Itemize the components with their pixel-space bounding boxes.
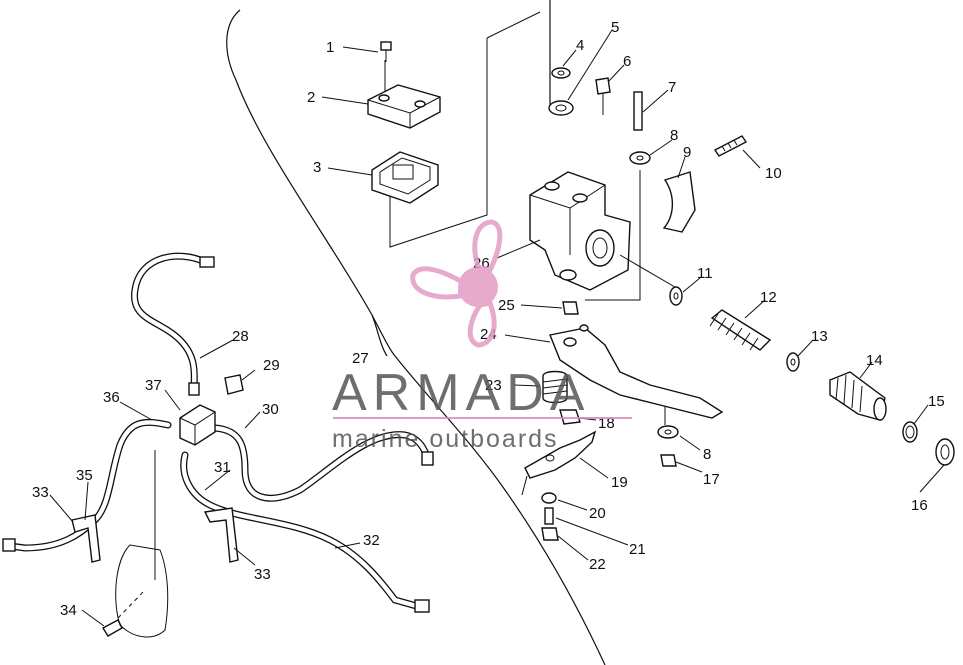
handlebar-outline	[226, 0, 606, 665]
callout-15: 15	[928, 393, 945, 410]
callout-16: 16	[911, 497, 928, 514]
leader-frame	[384, 11, 541, 248]
callout-11: 11	[697, 265, 713, 282]
master-cylinder-part-26	[529, 171, 631, 291]
callout-22: 22	[589, 556, 606, 573]
callout-33: 33	[32, 484, 49, 501]
callout-27: 27	[352, 350, 369, 367]
callout-23: 23	[485, 377, 502, 394]
spring-part-23	[542, 370, 568, 404]
callout-37: 37	[145, 377, 162, 394]
pin-part-7	[633, 91, 643, 131]
washer-part-20	[541, 492, 557, 504]
callout-21: 21	[629, 541, 646, 558]
callout-34: 34	[60, 602, 77, 619]
reservoir-cover-part-2	[367, 84, 441, 129]
nut-part-22	[541, 527, 559, 541]
bolt-part-6	[595, 77, 611, 115]
spring-part-12	[709, 309, 772, 351]
watermark-brand: ARMADA	[332, 364, 590, 422]
nut-part-17	[660, 454, 677, 467]
callout-8: 8	[670, 127, 678, 144]
callout-14: 14	[866, 352, 883, 369]
callout-17: 17	[703, 471, 720, 488]
callout-3: 3	[313, 159, 321, 176]
callout-7: 7	[668, 79, 676, 96]
propeller-logo-icon	[410, 219, 503, 348]
callout-10: 10	[765, 165, 782, 182]
callout-25: 25	[498, 297, 515, 314]
watermark-tagline: marine outboards	[332, 425, 559, 453]
callout-19: 19	[611, 474, 628, 491]
piston-part-14	[829, 371, 887, 421]
watermark: ARMADA marine outboards	[332, 219, 632, 453]
screw-part-1	[380, 41, 392, 62]
boot-part-16	[935, 438, 955, 466]
callout-31: 31	[214, 459, 231, 476]
callout-30: 30	[262, 401, 279, 418]
bracket-part-19	[521, 430, 597, 496]
brake-lever-part-24	[549, 324, 724, 419]
diaphragm-part-3	[371, 151, 439, 204]
callout-1: 1	[326, 39, 334, 56]
callout-6: 6	[623, 53, 631, 70]
washer-part-8-upper	[629, 151, 651, 165]
callout-28: 28	[232, 328, 249, 345]
clip-part-15	[902, 421, 918, 443]
washer-part-11	[669, 286, 683, 306]
callout-29: 29	[263, 357, 280, 374]
clamp-part-9	[662, 171, 696, 233]
callout-9: 9	[683, 144, 691, 161]
washer-part-13	[786, 352, 800, 372]
bolt-part-21	[544, 507, 554, 525]
callout-18: 18	[598, 415, 615, 432]
callout-35: 35	[76, 467, 93, 484]
callout-4: 4	[576, 37, 584, 54]
washer-part-8-lower	[657, 425, 679, 439]
callout-33-repeat: 33	[254, 566, 271, 583]
hose-assembly	[2, 252, 434, 638]
seal-part-5	[548, 100, 574, 116]
callout-2: 2	[307, 89, 315, 106]
callout-5: 5	[611, 19, 619, 36]
callout-20: 20	[589, 505, 606, 522]
bolt-part-10	[713, 135, 748, 157]
callout-8-repeat: 8	[703, 446, 711, 463]
leader-lines	[49, 29, 945, 627]
callout-36: 36	[103, 389, 120, 406]
callout-12: 12	[760, 289, 777, 306]
washer-part-4	[551, 67, 571, 79]
callout-labels: 1 2 3 4 5 6 7 8 9 10 11 12 13 14 15 16 1…	[32, 19, 945, 619]
callout-32: 32	[363, 532, 380, 549]
nut-part-25	[562, 301, 579, 315]
callout-13: 13	[811, 328, 828, 345]
